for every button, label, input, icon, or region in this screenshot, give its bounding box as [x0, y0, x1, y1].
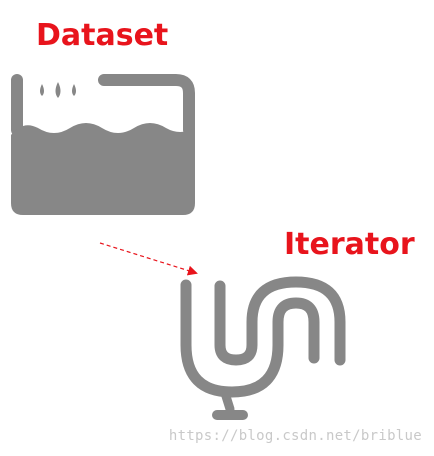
looping-pipe-icon [180, 276, 346, 420]
watermark: https://blog.csdn.net/briblue [168, 428, 422, 444]
droplet-icon [40, 84, 44, 96]
pipe-base [212, 410, 248, 420]
water-tank-icon [11, 74, 195, 215]
iterator-label: Iterator [284, 227, 415, 262]
droplet-icon [72, 84, 76, 96]
dataset-to-iterator-arrow [99, 242, 198, 276]
droplet-icon [55, 82, 61, 98]
dataset-label: Dataset [36, 18, 169, 53]
